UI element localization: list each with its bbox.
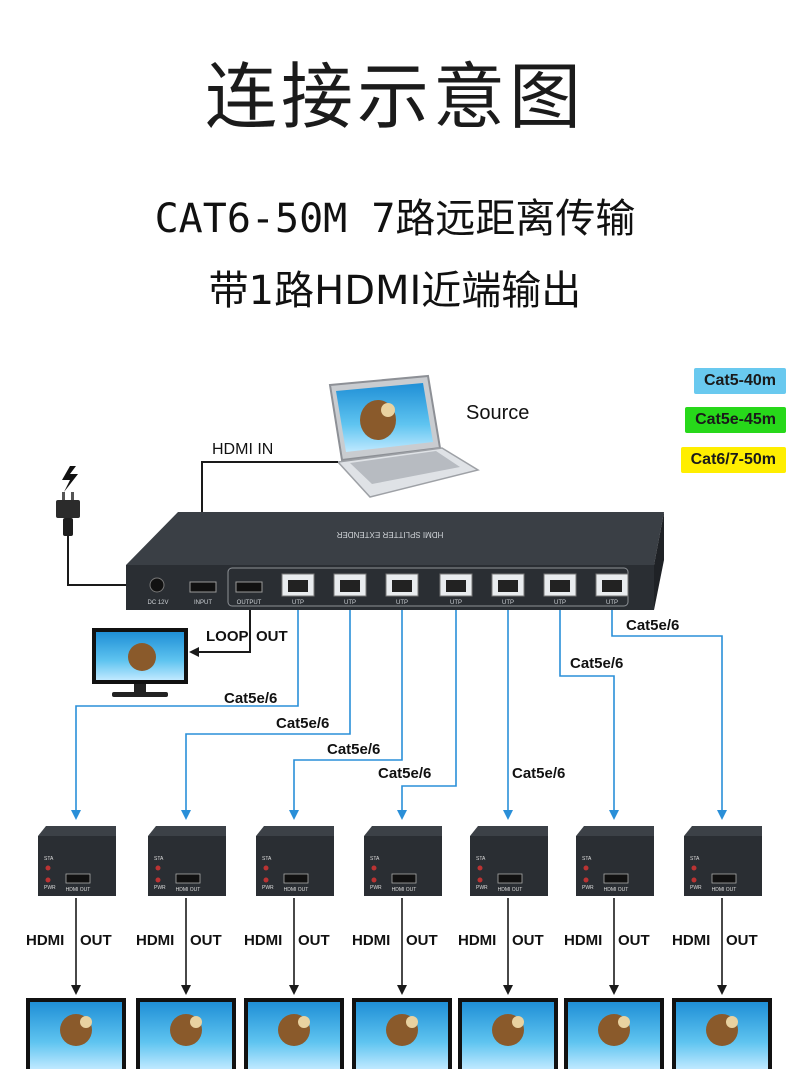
hdmi-out-label: HDMI [26,932,65,949]
svg-text:STA: STA [370,856,380,862]
svg-text:STA: STA [154,856,164,862]
badge-cat5e: Cat5e-45m [685,407,786,433]
output-monitor [458,998,558,1069]
cable-type-label: Cat5e/6 [224,690,278,707]
port-dc-label: DC 12V [147,600,168,606]
hdmi-out-label: HDMI [244,932,283,949]
svg-text:HDMI OUT: HDMI OUT [604,887,629,893]
hdmi-out-label: HDMI [136,932,175,949]
loop-out-monitor [92,628,188,697]
svg-text:STA: STA [44,856,54,862]
out-label: OUT [726,932,758,949]
svg-text:PWR: PWR [370,885,382,891]
svg-text:STA: STA [690,856,700,862]
utp-port-label: UTP [606,600,618,606]
hdmi-out-label: HDMI [672,932,711,949]
utp-port-label: UTP [396,600,408,606]
utp-port-label: UTP [292,600,304,606]
utp-ports: UTP UTP UTP UTP UTP UTP UTP [281,573,629,606]
cable-type-label: Cat5e/6 [626,617,680,634]
cable-type-label: Cat5e/6 [276,715,330,732]
output-monitor [26,998,126,1069]
svg-text:HDMI OUT: HDMI OUT [712,887,737,893]
cable-type-label: Cat5e/6 [512,765,566,782]
receivers: STA PWR HDMI OUT STA PWR HDMI OUT STA PWR HDMI O… [38,826,762,896]
laptop-source [328,374,480,498]
out-label: OUT [512,932,544,949]
receiver-unit: STA PWR HDMI OUT [684,826,762,896]
svg-text:PWR: PWR [44,885,56,891]
out-label: OUT [406,932,438,949]
cable-type-label: Cat5e/6 [327,741,381,758]
svg-text:PWR: PWR [582,885,594,891]
receiver-unit: STA PWR HDMI OUT [148,826,226,896]
utp-port-label: UTP [554,600,566,606]
output-monitors [26,998,772,1069]
cable-lines [71,610,727,820]
out-label: OUT [618,932,650,949]
splitter-top-text: HDMI SPLITTER EXTENDER [336,530,443,539]
cable-line [289,610,403,820]
svg-text:PWR: PWR [262,885,274,891]
subtitle-line-2: 带1路HDMI近端输出 [208,268,582,314]
output-monitor [136,998,236,1069]
hdmi-out-label: HDMI [564,932,603,949]
output-monitor [244,998,344,1069]
svg-text:STA: STA [476,856,486,862]
utp-port-label: UTP [344,600,356,606]
svg-text:HDMI OUT: HDMI OUT [66,887,91,893]
receiver-unit: STA PWR HDMI OUT [364,826,442,896]
cable-line [397,610,457,820]
svg-text:PWR: PWR [154,885,166,891]
cable-line [181,610,351,820]
receiver-unit: STA PWR HDMI OUT [470,826,548,896]
svg-text:HDMI OUT: HDMI OUT [176,887,201,893]
cable-line [559,610,619,820]
svg-text:HDMI OUT: HDMI OUT [392,887,417,893]
port-input-label: INPUT [194,600,212,606]
hdmi-out-label: HDMI [458,932,497,949]
output-monitor [352,998,452,1069]
subtitle-line-1: CAT6-50M 7路远距离传输 [154,196,636,242]
cable-type-label: Cat5e/6 [378,765,432,782]
utp-port-label: UTP [450,600,462,606]
out-label: OUT [80,932,112,949]
receiver-unit: STA PWR HDMI OUT [256,826,334,896]
hdmi-out-lines [71,898,727,995]
cable-line [611,610,727,820]
power-adapter-icon [56,466,80,536]
output-monitor [672,998,772,1069]
hdmi-in-label: HDMI IN [212,441,274,458]
receiver-unit: STA PWR HDMI OUT [38,826,116,896]
source-label: Source [466,402,530,424]
loop-label: LOOP [206,628,249,645]
badge-cat5: Cat5-40m [693,368,786,394]
badge-cat6: Cat6/7-50m [680,447,786,473]
out-label: OUT [190,932,222,949]
receiver-unit: STA PWR HDMI OUT [576,826,654,896]
svg-text:PWR: PWR [476,885,488,891]
svg-text:HDMI OUT: HDMI OUT [498,887,523,893]
cable-line [71,610,299,820]
out-label: OUT [298,932,330,949]
output-monitor [564,998,664,1069]
utp-port-label: UTP [502,600,514,606]
svg-text:STA: STA [582,856,592,862]
svg-text:STA: STA [262,856,272,862]
svg-text:PWR: PWR [690,885,702,891]
loop-out-label: OUT [256,628,288,645]
port-output-label: OUTPUT [237,600,262,606]
hdmi-out-label: HDMI [352,932,391,949]
svg-text:HDMI OUT: HDMI OUT [284,887,309,893]
cable-type-label: Cat5e/6 [570,655,624,672]
page-title: 连接示意图 [204,55,585,139]
